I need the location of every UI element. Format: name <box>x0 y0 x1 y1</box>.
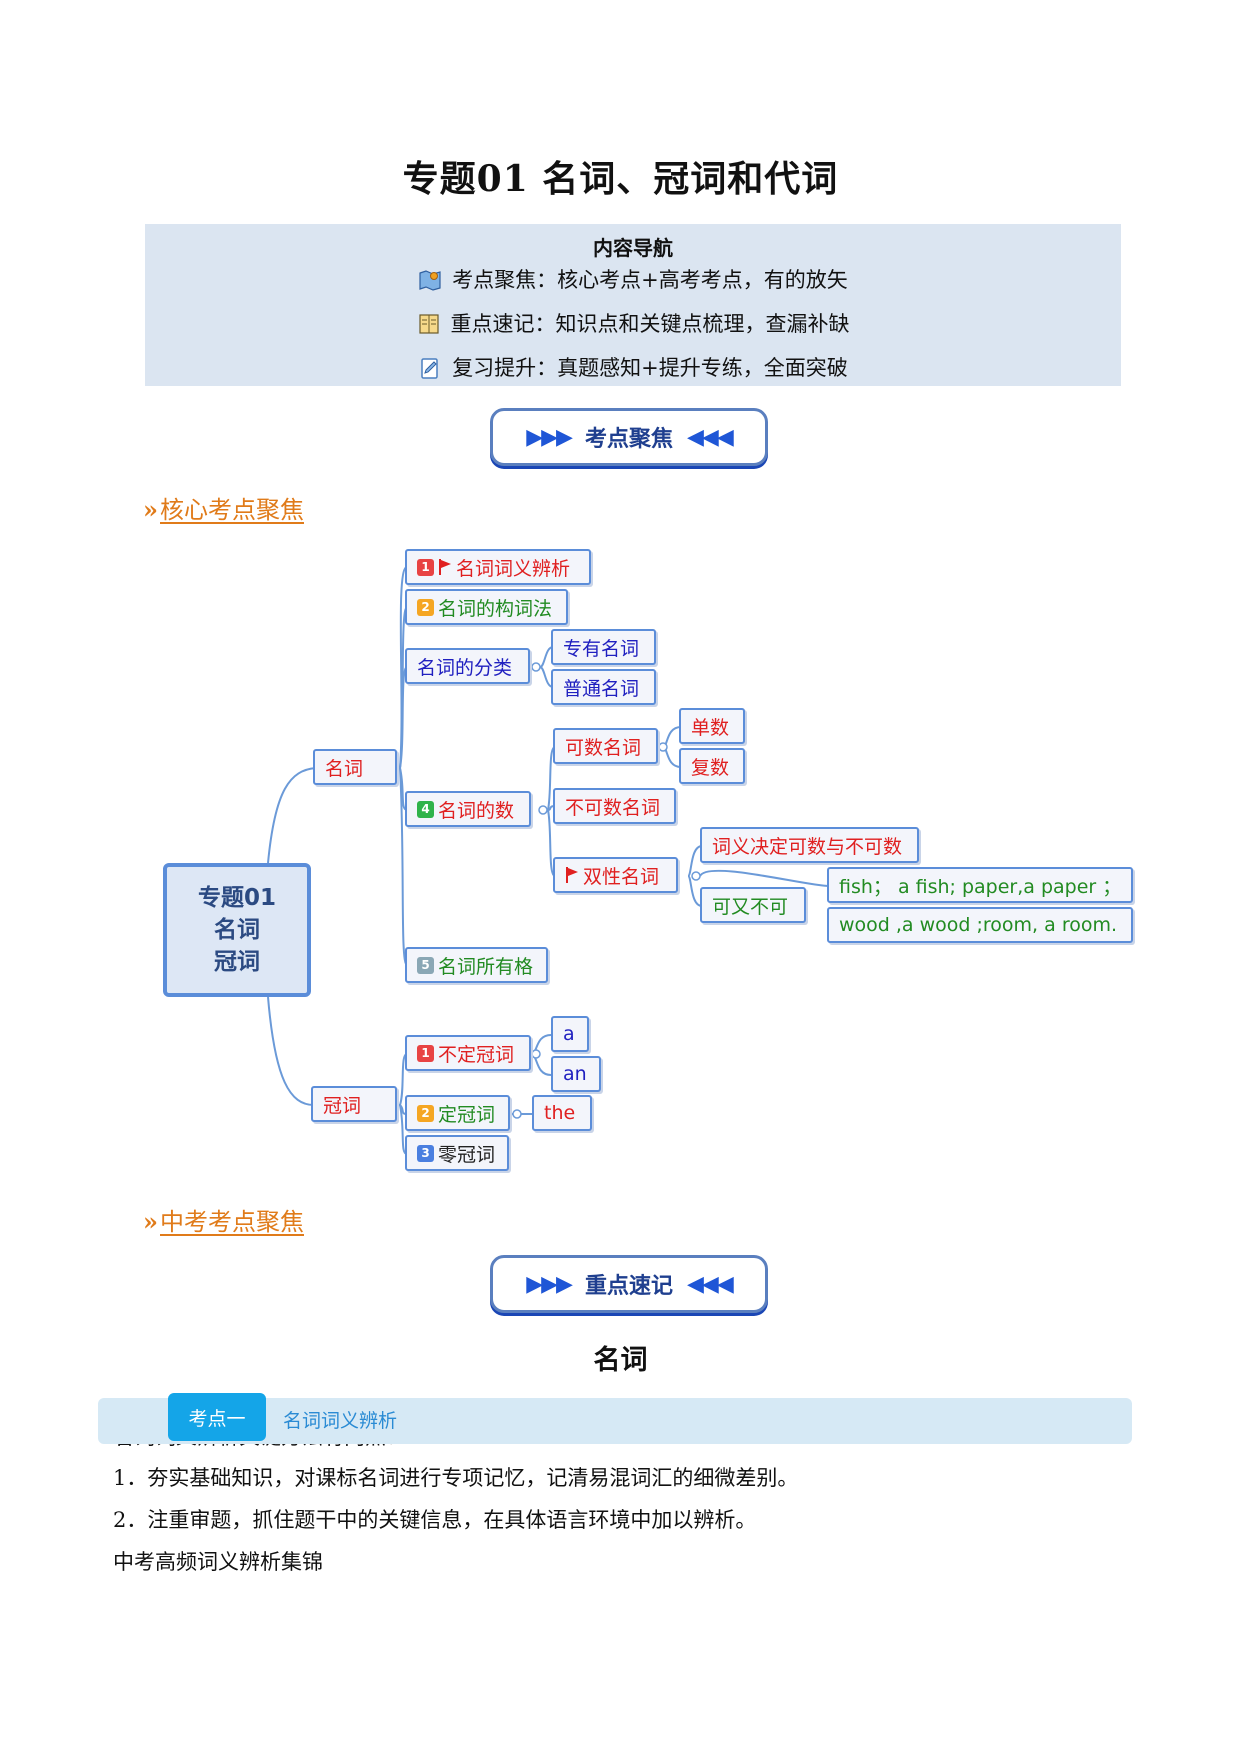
paragraph-3: 中考高频词义辨析集锦 <box>113 1550 323 1574</box>
left-arrows-icon: ◀◀◀ <box>687 424 734 450</box>
document-title: 专题01 名词、冠词和代词 <box>402 158 839 200</box>
left-arrows-icon: ◀◀◀ <box>687 1271 734 1297</box>
right-arrows-icon: ▶▶▶ <box>526 424 573 450</box>
notes-banner: ▶▶▶ 重点速记 ◀◀◀ <box>490 1255 768 1313</box>
node-noun-classification[interactable]: 名词的分类 <box>405 648 530 684</box>
map-icon <box>419 270 441 291</box>
flag-icon <box>439 559 451 575</box>
node-uncountable-noun[interactable]: 不可数名词 <box>553 788 676 824</box>
node-singular[interactable]: 单数 <box>679 708 745 744</box>
section-zhongkao-focus[interactable]: »中考考点聚焦 <box>143 1202 304 1237</box>
badge-4: 4 <box>417 800 434 818</box>
flag-icon <box>566 867 578 883</box>
badge-2: 2 <box>417 598 434 616</box>
mindmap-root[interactable]: 专题01 名词 冠词 <box>163 863 311 997</box>
root-line: 专题01 <box>197 885 276 911</box>
node-article-a[interactable]: a <box>551 1016 589 1052</box>
node-article-an[interactable]: an <box>551 1056 601 1092</box>
keypoint-bar <box>98 1398 1132 1444</box>
section-label: 中考考点聚焦 <box>160 1208 304 1236</box>
paragraph-1: 1．夯实基础知识，对课标名词进行专项记忆，记清易混词汇的细微差别。 <box>113 1466 799 1490</box>
keypoint-label: 名词词义辨析 <box>283 1410 398 1432</box>
node-text: 定冠词 <box>438 1103 496 1126</box>
section-subtitle: 名词 <box>593 1345 648 1376</box>
node-article[interactable]: 冠词 <box>311 1086 397 1122</box>
node-text: 不定冠词 <box>438 1043 515 1066</box>
badge-3: 3 <box>417 1144 434 1162</box>
node-dual-noun[interactable]: 双性名词 <box>553 857 678 893</box>
nav-line-review: 复习提升：真题感知+提升专练，全面突破 <box>145 352 1121 382</box>
node-common-noun[interactable]: 普通名词 <box>551 669 656 705</box>
node-article-the[interactable]: the <box>532 1095 592 1131</box>
node-example-wood-room[interactable]: wood ,a wood ;room, a room. <box>827 907 1133 943</box>
nav-line-text: 考点聚焦：核心考点+高考考点，有的放矢 <box>452 268 848 292</box>
right-arrows-icon: ▶▶▶ <box>526 1271 573 1297</box>
double-chevron-icon: » <box>143 1207 158 1236</box>
node-meaning-decides[interactable]: 词义决定可数与不可数 <box>700 827 919 863</box>
nav-heading: 内容导航 <box>593 236 673 260</box>
banner-label: 考点聚焦 <box>584 427 673 452</box>
node-text: 名词所有格 <box>438 955 534 978</box>
node-both-ways[interactable]: 可又不可 <box>700 887 806 923</box>
node-plural[interactable]: 复数 <box>679 748 745 784</box>
node-example-fish-paper[interactable]: fish； a fish; paper,a paper ； <box>827 867 1133 903</box>
node-text: 名词词义辨析 <box>456 557 571 580</box>
root-line: 冠词 <box>214 949 260 975</box>
section-core-focus[interactable]: »核心考点聚焦 <box>143 490 304 525</box>
node-text: 双性名词 <box>583 865 660 888</box>
node-text: 名词的构词法 <box>438 597 553 620</box>
node-noun-meaning[interactable]: 1 名词词义辨析 <box>405 549 591 585</box>
paragraph-2: 2．注重审题，抓住题干中的关键信息，在具体语言环境中加以辨析。 <box>113 1508 757 1532</box>
keypoint-tag: 考点一 <box>168 1393 266 1441</box>
nav-line-text: 重点速记：知识点和关键点梳理，查漏补缺 <box>450 312 850 336</box>
nav-line-focus: 考点聚焦：核心考点+高考考点，有的放矢 <box>145 264 1121 294</box>
badge-2: 2 <box>417 1104 434 1122</box>
badge-1: 1 <box>417 558 434 576</box>
focus-banner: ▶▶▶ 考点聚焦 ◀◀◀ <box>490 408 768 466</box>
node-proper-noun[interactable]: 专有名词 <box>551 629 656 665</box>
book-icon <box>418 314 439 334</box>
content-navigation-box: 内容导航 考点聚焦：核心考点+高考考点，有的放矢 重点速记：知识点和关键点梳理，… <box>145 224 1121 386</box>
node-text: 零冠词 <box>438 1143 496 1166</box>
banner-label: 重点速记 <box>584 1274 673 1299</box>
root-line: 名词 <box>214 917 260 943</box>
badge-1: 1 <box>417 1044 434 1062</box>
node-countable-noun[interactable]: 可数名词 <box>553 728 658 764</box>
section-label: 核心考点聚焦 <box>160 496 304 524</box>
node-noun[interactable]: 名词 <box>313 749 397 785</box>
nav-line-notes: 重点速记：知识点和关键点梳理，查漏补缺 <box>145 308 1121 338</box>
nav-line-text: 复习提升：真题感知+提升专练，全面突破 <box>452 356 848 380</box>
node-text: 名词的数 <box>438 799 515 822</box>
edit-icon <box>421 358 438 379</box>
double-chevron-icon: » <box>143 495 158 524</box>
badge-5: 5 <box>417 956 434 974</box>
